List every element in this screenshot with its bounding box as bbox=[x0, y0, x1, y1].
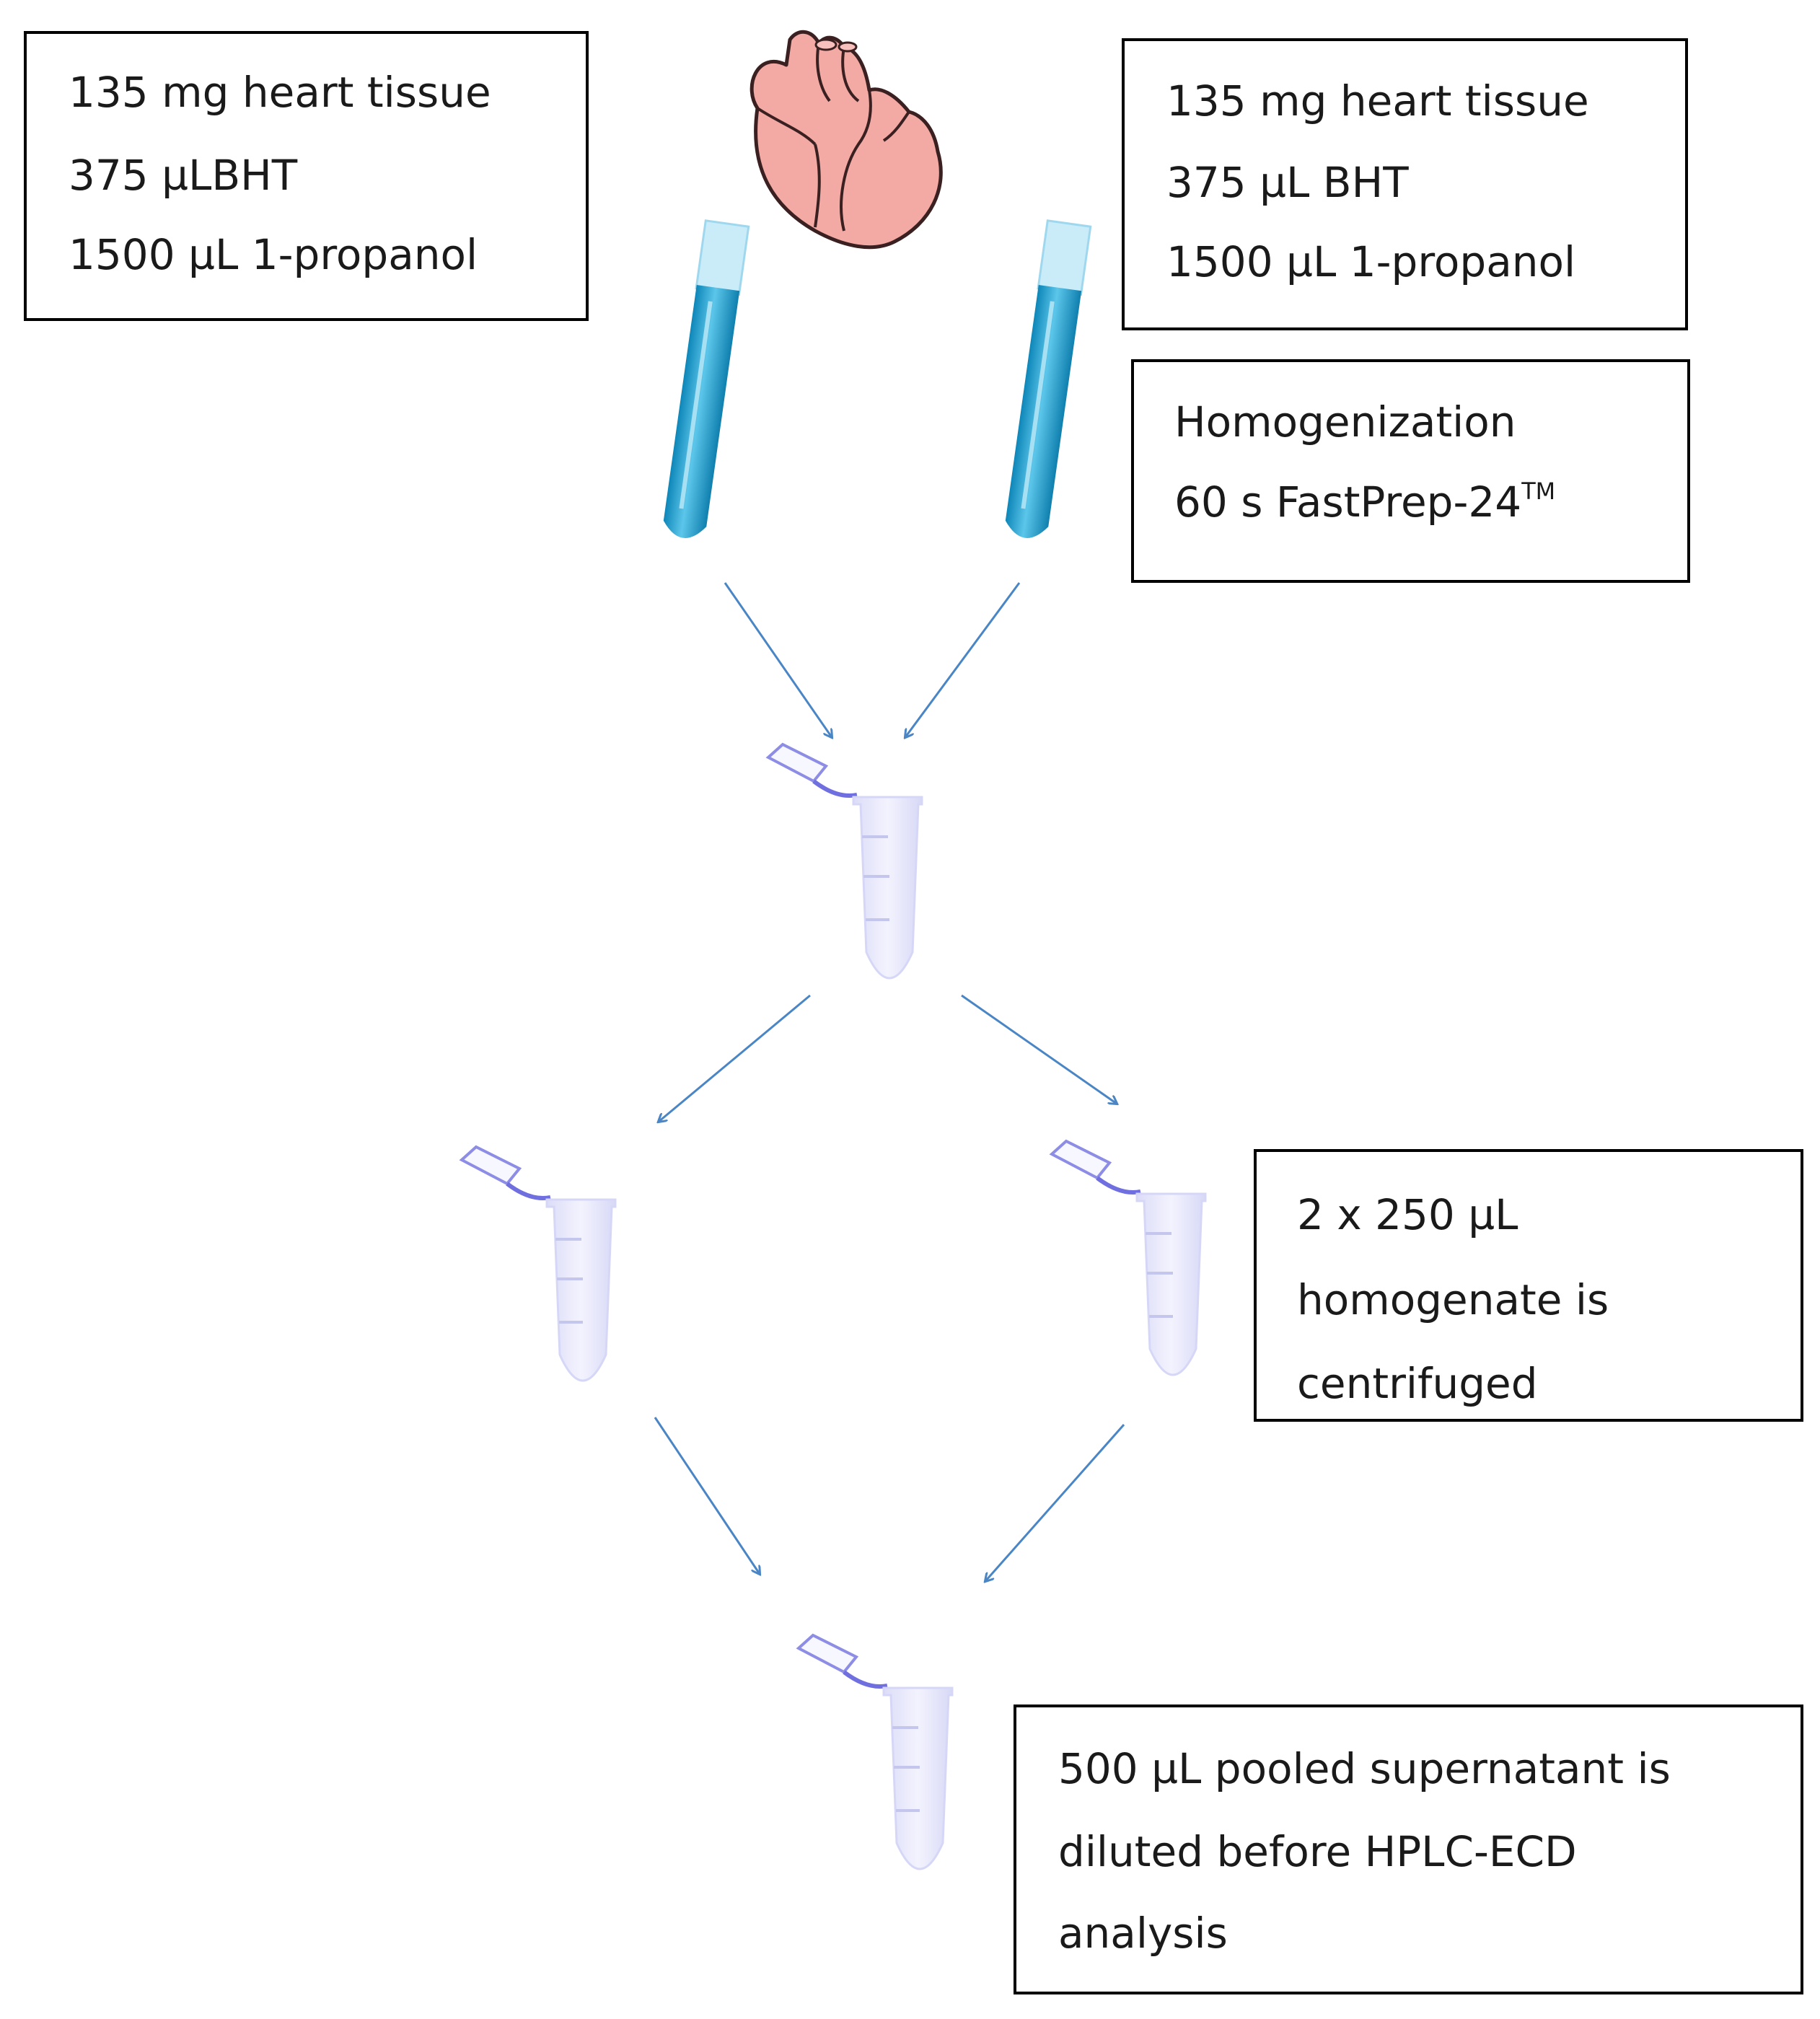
test-tube-right-icon bbox=[1003, 221, 1091, 541]
box-line: analysis bbox=[1058, 1909, 1228, 1958]
eppendorf-tube-bottom-icon bbox=[799, 1635, 952, 1869]
eppendorf-tube-right-icon bbox=[1052, 1141, 1205, 1375]
box-line: 135 mg heart tissue bbox=[69, 68, 491, 117]
box-line: 375 µLBHT bbox=[69, 151, 298, 200]
arrow-icon bbox=[724, 582, 832, 737]
box-line: homogenate is bbox=[1297, 1275, 1609, 1324]
test-tube-left-icon bbox=[661, 221, 749, 541]
box-line: 375 µL BHT bbox=[1166, 158, 1409, 207]
centrifuge-box: 2 x 250 µL homogenate is centrifuged bbox=[1254, 1149, 1803, 1422]
arrow-icon bbox=[905, 582, 1021, 737]
arrow-icon bbox=[659, 994, 811, 1122]
heart-icon bbox=[749, 30, 943, 250]
box-line: diluted before HPLC-ECD bbox=[1058, 1827, 1577, 1876]
box-line: 1500 µL 1-propanol bbox=[1166, 237, 1576, 286]
box-line: 500 µL pooled supernatant is bbox=[1058, 1744, 1671, 1793]
arrow-icon bbox=[961, 994, 1117, 1104]
box-line-main: 60 s FastPrep-24 bbox=[1174, 477, 1522, 527]
left-inputs-box: 135 mg heart tissue 375 µLBHT 1500 µL 1-… bbox=[24, 31, 589, 321]
arrow-icon bbox=[985, 1424, 1125, 1581]
box-line: centrifuged bbox=[1297, 1359, 1538, 1408]
homogenization-box: Homogenization 60 s FastPrep-24TM bbox=[1131, 359, 1690, 583]
final-step-box: 500 µL pooled supernatant is diluted bef… bbox=[1014, 1705, 1803, 1994]
eppendorf-tube-top-icon bbox=[768, 744, 922, 978]
right-inputs-box: 135 mg heart tissue 375 µL BHT 1500 µL 1… bbox=[1122, 38, 1688, 330]
arrow-icon bbox=[654, 1417, 760, 1574]
box-line: 135 mg heart tissue bbox=[1166, 76, 1589, 126]
box-line: 60 s FastPrep-24TM bbox=[1174, 480, 1687, 523]
trademark-sup: TM bbox=[1521, 478, 1556, 505]
box-line: Homogenization bbox=[1174, 397, 1516, 447]
eppendorf-tube-left-icon bbox=[462, 1147, 615, 1381]
box-line: 1500 µL 1-propanol bbox=[69, 230, 478, 279]
box-line: 2 x 250 µL bbox=[1297, 1190, 1518, 1239]
